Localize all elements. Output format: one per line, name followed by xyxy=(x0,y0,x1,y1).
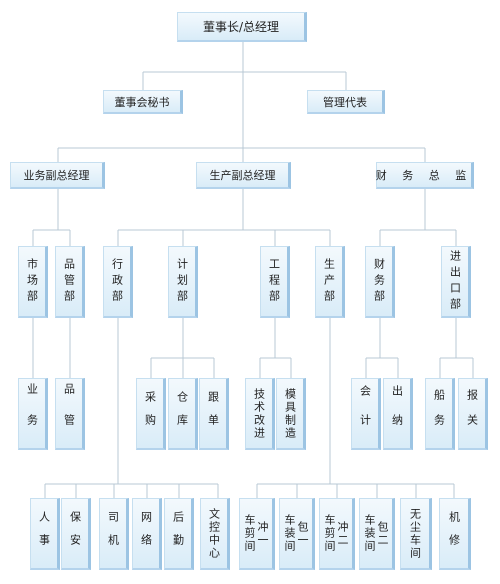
packing1-box: 包一 车装间 xyxy=(279,498,315,570)
packing1-label-a: 包一 xyxy=(296,520,309,547)
security-box: 保安 xyxy=(61,498,91,570)
admin-dept-box: 行政部 xyxy=(103,246,133,318)
network-box: 网络 xyxy=(132,498,162,570)
mgmt-rep-box: 管理代表 xyxy=(307,90,385,114)
quality-dept-box: 品管部 xyxy=(55,246,85,318)
hr-box: 人事 xyxy=(30,498,60,570)
logistics-box: 后勤 xyxy=(164,498,194,570)
doc-control-label: 文控中心 xyxy=(207,507,221,560)
customs-box: 报关 xyxy=(458,378,488,450)
stamping2-label-a: 冲二 xyxy=(336,520,349,547)
dustfree-label: 无尘车间 xyxy=(408,507,422,560)
warehouse-box: 仓库 xyxy=(168,378,198,450)
order-follow-box: 跟单 xyxy=(199,378,229,450)
chairman-box: 董事长/总经理 xyxy=(177,12,307,42)
qc-box: 品管 xyxy=(55,378,85,450)
tech-improve-box: 技术改进 xyxy=(245,378,275,450)
engineering-dept-box: 工程部 xyxy=(260,246,290,318)
finance-dept-box: 财务部 xyxy=(365,246,395,318)
stamping2-box: 冲二 车剪间 xyxy=(319,498,355,570)
accounting-box: 会计 xyxy=(351,378,381,450)
dustfree-workshop-box: 无尘车间 xyxy=(400,498,432,570)
purchasing-box: 采购 xyxy=(136,378,166,450)
biz-vp-box: 业务副总经理 xyxy=(10,162,105,189)
planning-dept-box: 计划部 xyxy=(168,246,198,318)
stamping1-label-a: 冲一 xyxy=(256,520,269,547)
market-dept-box: 市场部 xyxy=(18,246,48,318)
stamping1-box: 冲一 车剪间 xyxy=(239,498,275,570)
production-dept-box: 生产部 xyxy=(315,246,345,318)
packing1-label-b: 车装间 xyxy=(283,514,296,553)
prod-vp-box: 生产副总经理 xyxy=(196,162,291,189)
cashier-box: 出纳 xyxy=(383,378,413,450)
finance-director-box: 财 务 总 监 xyxy=(376,162,474,189)
shipping-box: 船务 xyxy=(425,378,455,450)
doc-control-box: 文控中心 xyxy=(200,498,230,570)
business-box: 业务 xyxy=(18,378,48,450)
stamping1-label-b: 车剪间 xyxy=(243,514,256,553)
packing2-label-b: 车装间 xyxy=(363,514,376,553)
maintenance-box: 机修 xyxy=(439,498,471,570)
driver-box: 司机 xyxy=(99,498,129,570)
stamping2-label-b: 车剪间 xyxy=(323,514,336,553)
packing2-label-a: 包二 xyxy=(376,520,389,547)
packing2-box: 包二 车装间 xyxy=(359,498,395,570)
secretary-box: 董事会秘书 xyxy=(103,90,183,114)
mold-making-box: 模具制造 xyxy=(276,378,306,450)
import-export-dept-box: 进出口部 xyxy=(441,246,471,318)
